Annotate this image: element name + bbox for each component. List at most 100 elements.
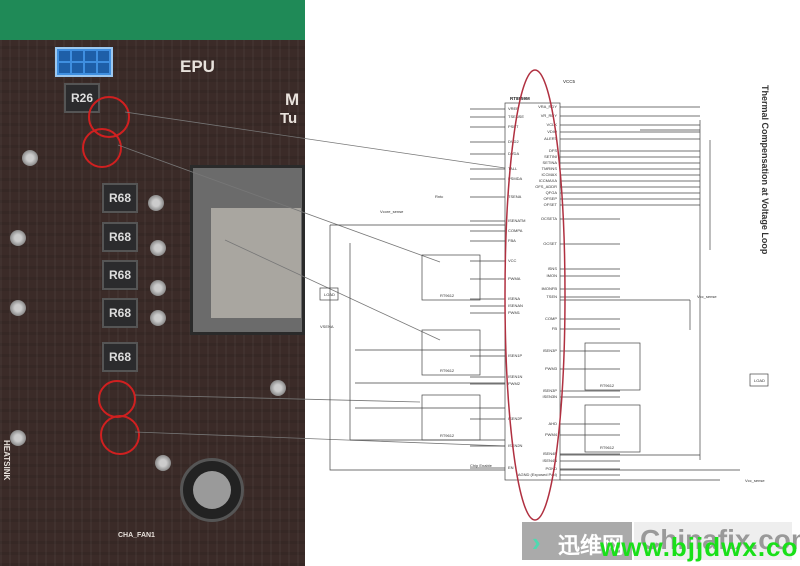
left-pin-label: EN [508,465,514,470]
left-pin-label: ISEN1P [508,353,523,358]
right-pin-label: FB [552,326,557,331]
vcore-sense-label: Vcore_sense [380,209,404,214]
right-pin-label: IMON [547,273,558,278]
cpu-socket [190,165,305,335]
left-pin-label: TALL [508,166,518,171]
capacitor [10,230,26,246]
driver-label: RT9612 [600,383,615,388]
right-pin-label: PWM4 [545,432,558,437]
right-pin-label: VCLK [547,122,558,127]
left-pin-label: COMPA [508,228,523,233]
driver-box-4 [584,342,641,391]
right-pin-label: COMP [545,316,557,321]
capacitor [150,310,166,326]
highlight-circle [100,415,140,455]
capacitor [155,455,171,471]
watermark-cn: 迅维网 [558,533,625,558]
right-pin-label: OCSETA [541,216,557,221]
right-pin-label: ISEN4P [543,451,558,456]
driver-label: RT9612 [600,445,615,450]
vcc-sense-label: Vcc_sense [697,294,717,299]
right-pin-label: SETINA [543,160,558,165]
chip-enable-label: Chip Enable [470,463,493,468]
load-box-left [319,287,339,301]
capacitor [150,280,166,296]
right-pin-label: ISEN3P [543,388,558,393]
right-pin-label: OCSET [543,241,557,246]
left-pin-label: ISEN2P [508,416,523,421]
left-pin-label: PWM2 [508,381,521,386]
schematic-title: Thermal Compensation at Voltage Loop [760,85,770,255]
highlight-ellipse [504,69,566,521]
right-pin-label: DFS [549,148,557,153]
left-pin-label: ISENAN [508,303,523,308]
silkscreen-m: M [285,90,300,109]
green-background [0,0,305,40]
driver-label: RT9612 [440,433,455,438]
left-pin-label: DVDA [508,151,519,156]
capacitor [150,240,166,256]
right-pin-label: ALERT [544,136,557,141]
watermark-en: Chinafix.com [640,524,800,555]
left-pin-label: PWMA [508,276,521,281]
right-pin-label: OFSET [544,202,558,207]
right-pin-label: AHD [549,421,558,426]
right-pin-label: QFGA [546,190,558,195]
driver-box-1 [421,254,481,301]
right-pin-label: OFS_ADDR [535,184,557,189]
vcc5-label: VCC5 [563,79,576,84]
left-pin-label: PSET [508,124,519,129]
right-pin-label: VRA_RDY [538,104,557,109]
load-label: LOAD [754,378,765,383]
right-pin-label: SETINI [544,154,557,159]
vsena-label: VSENA [320,324,334,329]
right-pin-label: OFSEP [543,196,557,201]
right-pin-label: PGND [545,466,557,471]
capacitor [10,430,26,446]
capacitor [148,195,164,211]
right-pin-label: ICCMAX [541,172,557,177]
driver-box-2 [421,329,481,376]
load-box-right [749,373,769,387]
wiring [319,102,769,481]
right-pin-label: AGND (Exposed Pad) [518,472,558,477]
left-pin-label: ISENATM [508,218,525,223]
right-pin-label: ISNS [548,266,558,271]
watermark-arrow-icon: › [532,527,541,557]
right-pin-label: ISEN3N [543,394,558,399]
highlight-circle [82,128,122,168]
driver-label: RT9612 [440,293,455,298]
left-pin-label: ISENA [508,296,520,301]
capacitor [270,380,286,396]
left-pin-label: ISEN2N [508,443,523,448]
callout-lines [117,111,506,447]
right-pin-label: TSEN [546,294,557,299]
right-pin-label: ICCMAXA [539,178,558,183]
right-pin-label: VDIO [547,129,557,134]
rntc-label: Rntc [435,194,443,199]
heatsink-silkscreen: HEATSINK [2,440,11,481]
left-pin-label: TSENA [508,194,522,199]
capacitor [22,150,38,166]
cmos-battery [180,458,244,522]
capacitor [10,300,26,316]
left-pin-label: PWM1 [508,310,521,315]
right-pin-label: VR_RDY [541,113,558,118]
driver-label: RT9612 [440,368,455,373]
right-pin-label: ISEN3P [543,348,558,353]
right-pin-label: ISEN4N [543,458,558,463]
left-pin-label: VCC [508,258,517,263]
choke-r68: R68 [102,342,138,372]
watermark: › 迅维网 Chinafix.com www.bjjdwx.com [522,522,800,562]
choke-r68: R68 [102,298,138,328]
fan-silkscreen: CHA_FAN1 [118,532,155,539]
right-pin-label: IMONFB [541,286,557,291]
choke-r68: R68 [102,260,138,290]
right-pin-label: TMRINS [542,166,558,171]
left-pin-label: PSMDA [508,176,523,181]
left-pin-label: ISEN1N [508,374,523,379]
choke-r68: R68 [102,222,138,252]
load-label: LOAD [324,292,335,297]
epu-silkscreen: EPU [180,57,215,76]
